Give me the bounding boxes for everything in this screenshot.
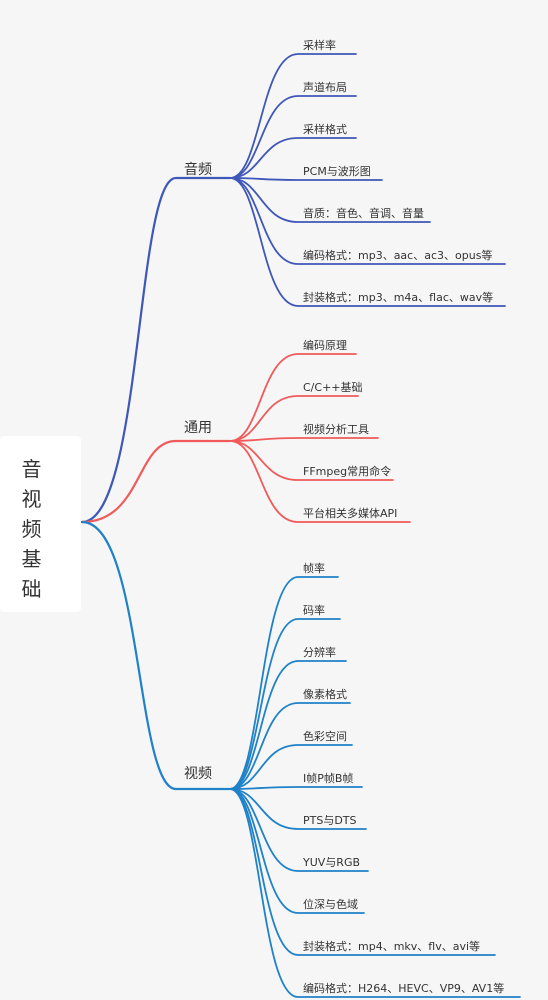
leaf-connector [229, 437, 379, 442]
leaf-connector [229, 440, 394, 481]
leaf-node[interactable]: 帧率 [303, 562, 325, 575]
leaf-node[interactable]: YUV与RGB [303, 856, 361, 869]
leaf-node[interactable]: 音质：音色、音调、音量 [303, 207, 424, 220]
leaf-connector [229, 788, 365, 914]
leaf-connector [229, 95, 357, 179]
branch-connector [80, 520, 232, 791]
leaf-node[interactable]: 声道布局 [303, 81, 347, 94]
leaf-node[interactable]: 编码格式：H264、HEVC、VP9、AV1等 [303, 982, 505, 995]
leaf-node[interactable]: 采样率 [303, 39, 336, 52]
leaf-node[interactable]: I帧P帧B帧 [303, 772, 354, 785]
leaf-connector [229, 177, 431, 223]
leaf-connector [229, 576, 339, 790]
leaf-node[interactable]: 色彩空间 [303, 730, 347, 743]
leaf-connector [229, 788, 496, 956]
leaf-node[interactable]: 编码格式：mp3、aac、ac3、opus等 [303, 249, 493, 262]
root-node[interactable]: 音视频基础 [0, 436, 81, 612]
branch-connector [80, 176, 232, 524]
leaf-connector [229, 395, 359, 442]
leaf-connector [229, 788, 521, 998]
leaf-connector [229, 788, 367, 830]
leaf-connector [229, 177, 506, 265]
leaf-node[interactable]: 采样格式 [303, 123, 347, 136]
leaf-node[interactable]: C/C++基础 [303, 381, 363, 394]
leaf-node[interactable]: 位深与色域 [303, 898, 358, 911]
leaf-node[interactable]: 分辨率 [303, 646, 336, 659]
branch-node[interactable]: 通用 [184, 420, 212, 436]
leaf-connector [229, 786, 363, 790]
root-title: 音视频基础 [21, 457, 43, 601]
leaf-node[interactable]: 码率 [303, 604, 325, 617]
leaf-connector [229, 177, 383, 181]
branch-node[interactable]: 音频 [184, 162, 212, 178]
leaf-connector [229, 618, 341, 790]
leaf-node[interactable]: PCM与波形图 [303, 165, 371, 178]
leaf-node[interactable]: 封装格式：mp4、mkv、flv、avi等 [303, 940, 481, 953]
leaf-node[interactable]: 平台相关多媒体API [303, 507, 398, 520]
leaf-connector [229, 744, 353, 790]
leaf-connector [229, 53, 357, 179]
leaf-connector [229, 702, 351, 790]
branch-node[interactable]: 视频 [184, 766, 212, 782]
leaf-connector [229, 353, 357, 442]
leaf-node[interactable]: 视频分析工具 [303, 423, 369, 436]
leaf-connector [229, 137, 357, 179]
leaf-node[interactable]: PTS与DTS [303, 814, 357, 827]
leaf-connector [229, 660, 347, 790]
leaf-node[interactable]: FFmpeg常用命令 [303, 465, 392, 478]
leaf-node[interactable]: 像素格式 [303, 688, 347, 701]
branch-connector [80, 439, 232, 524]
leaf-connector [229, 177, 506, 307]
leaf-node[interactable]: 编码原理 [303, 339, 347, 352]
leaf-connector [229, 788, 369, 872]
leaf-node[interactable]: 封装格式：mp3、m4a、flac、wav等 [303, 291, 494, 304]
leaf-connector [229, 440, 411, 523]
